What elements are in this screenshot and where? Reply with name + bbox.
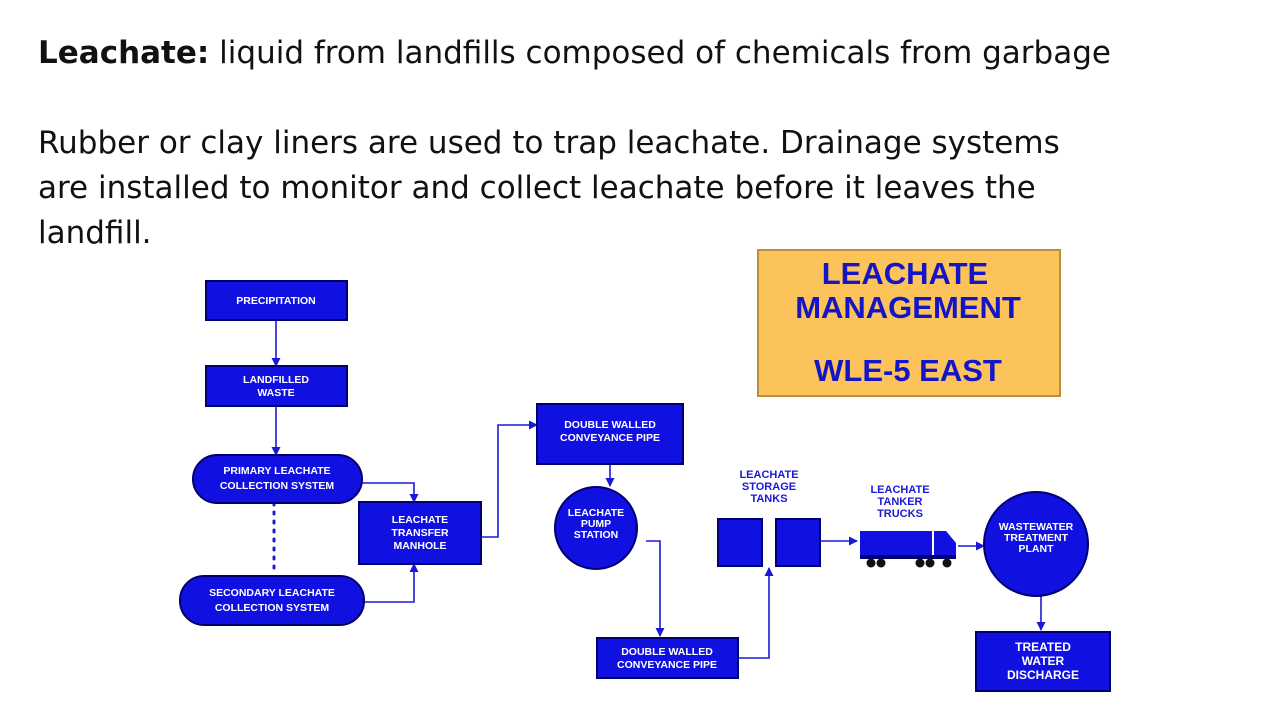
truck-chassis bbox=[860, 555, 956, 559]
node-label: COLLECTION SYSTEM bbox=[220, 480, 335, 492]
node-treatment-plant: WASTEWATER TREATMENT PLANT bbox=[983, 491, 1089, 597]
node-label: PRIMARY LEACHATE bbox=[223, 465, 330, 477]
node-secondary-collection-pill bbox=[179, 575, 365, 626]
truck-wheel bbox=[876, 558, 886, 568]
title-line: MANAGEMENT bbox=[795, 290, 1021, 325]
node-label: TREATED bbox=[1015, 640, 1071, 654]
truck-wheel bbox=[866, 558, 876, 568]
definition-text: liquid from landfills composed of chemic… bbox=[209, 35, 1111, 71]
node-label: LANDFILLED bbox=[243, 374, 309, 386]
node-label: WATER bbox=[1022, 654, 1065, 668]
storage-tank-left bbox=[717, 518, 763, 567]
liner-paragraph: Rubber or clay liners are used to trap l… bbox=[38, 121, 1238, 256]
node-label: DOUBLE WALLED bbox=[621, 646, 713, 658]
title-line: WLE-5 EAST bbox=[814, 353, 1002, 388]
node-label: LEACHATE bbox=[392, 514, 448, 526]
node-precipitation: PRECIPITATION bbox=[205, 280, 348, 321]
leachate-definition: Leachate: liquid from landfills composed… bbox=[38, 31, 1111, 76]
node-pump-station-circle bbox=[554, 486, 638, 570]
node-label: PUMP bbox=[581, 518, 611, 530]
node-landfilled-waste-box bbox=[205, 365, 348, 407]
truck-trailer bbox=[860, 531, 932, 555]
node-label: SECONDARY LEACHATE bbox=[209, 587, 335, 599]
paragraph-line: are installed to monitor and collect lea… bbox=[38, 170, 1036, 206]
arrow-manhole-to-pipe bbox=[481, 420, 538, 538]
node-transfer-manhole: LEACHATE TRANSFER MANHOLE bbox=[358, 501, 482, 565]
node-conveyance-pipe-upper-box bbox=[536, 403, 684, 465]
truck-wheel bbox=[942, 558, 952, 568]
node-label: TREATMENT bbox=[1004, 532, 1069, 544]
node-label: TRUCKS bbox=[877, 508, 923, 520]
arrow-lower-pipe-to-tanks bbox=[738, 567, 774, 659]
node-label: PRECIPITATION bbox=[236, 295, 316, 307]
storage-tank-right bbox=[775, 518, 821, 567]
title-panel-bg bbox=[757, 249, 1061, 397]
node-label: WASTE bbox=[257, 387, 294, 399]
node-treatment-plant-circle bbox=[983, 491, 1089, 597]
node-label: DOUBLE WALLED bbox=[564, 419, 656, 431]
node-label: MANHOLE bbox=[393, 540, 446, 552]
title-panel: LEACHATE MANAGEMENT WLE-5 EAST bbox=[757, 249, 1061, 397]
node-label: STATION bbox=[574, 529, 619, 541]
node-precipitation-box bbox=[205, 280, 348, 321]
paragraph-line: Rubber or clay liners are used to trap l… bbox=[38, 125, 1060, 161]
node-storage-tanks: LEACHATE STORAGE TANKS bbox=[717, 469, 821, 567]
node-label: PLANT bbox=[1019, 543, 1055, 555]
arrow-secondary-to-manhole bbox=[364, 563, 419, 603]
node-conveyance-pipe-lower: DOUBLE WALLED CONVEYANCE PIPE bbox=[596, 637, 739, 679]
definition-term: Leachate: bbox=[38, 35, 210, 71]
node-label: LEACHATE bbox=[568, 507, 624, 519]
arrow-pump-to-lower-pipe bbox=[646, 540, 665, 637]
flow-connectors bbox=[271, 320, 1046, 659]
node-label: TRANSFER bbox=[391, 527, 449, 539]
node-treated-discharge-box bbox=[975, 631, 1111, 692]
node-secondary-collection: SECONDARY LEACHATE COLLECTION SYSTEM bbox=[179, 575, 365, 626]
node-label: LEACHATE bbox=[739, 469, 798, 481]
node-label: LEACHATE bbox=[870, 484, 929, 496]
arrow-primary-to-manhole bbox=[362, 482, 419, 503]
node-primary-collection-pill bbox=[192, 454, 363, 504]
node-label: TANKER bbox=[877, 496, 922, 508]
truck-wheel bbox=[925, 558, 935, 568]
node-primary-collection: PRIMARY LEACHATE COLLECTION SYSTEM bbox=[192, 454, 363, 504]
node-transfer-manhole-box bbox=[358, 501, 482, 565]
node-landfilled-waste: LANDFILLED WASTE bbox=[205, 365, 348, 407]
node-label: STORAGE bbox=[742, 481, 796, 493]
node-label: CONVEYANCE PIPE bbox=[617, 659, 717, 671]
node-conveyance-pipe-upper: DOUBLE WALLED CONVEYANCE PIPE bbox=[536, 403, 684, 465]
node-pump-station: LEACHATE PUMP STATION bbox=[554, 486, 638, 570]
node-label: COLLECTION SYSTEM bbox=[215, 602, 330, 614]
node-label: CONVEYANCE PIPE bbox=[560, 432, 660, 444]
node-tanker-trucks: LEACHATE TANKER TRUCKS bbox=[860, 484, 956, 568]
truck-wheel bbox=[915, 558, 925, 568]
node-treated-discharge: TREATED WATER DISCHARGE bbox=[975, 631, 1111, 692]
paragraph-line: landfill. bbox=[38, 215, 152, 251]
title-line: LEACHATE bbox=[822, 256, 988, 291]
node-label: WASTEWATER bbox=[999, 521, 1074, 533]
node-conveyance-pipe-lower-box bbox=[596, 637, 739, 679]
truck-cab bbox=[934, 531, 956, 556]
node-label: TANKS bbox=[750, 493, 787, 505]
tanker-truck-icon bbox=[860, 531, 956, 568]
node-label: DISCHARGE bbox=[1007, 668, 1079, 682]
